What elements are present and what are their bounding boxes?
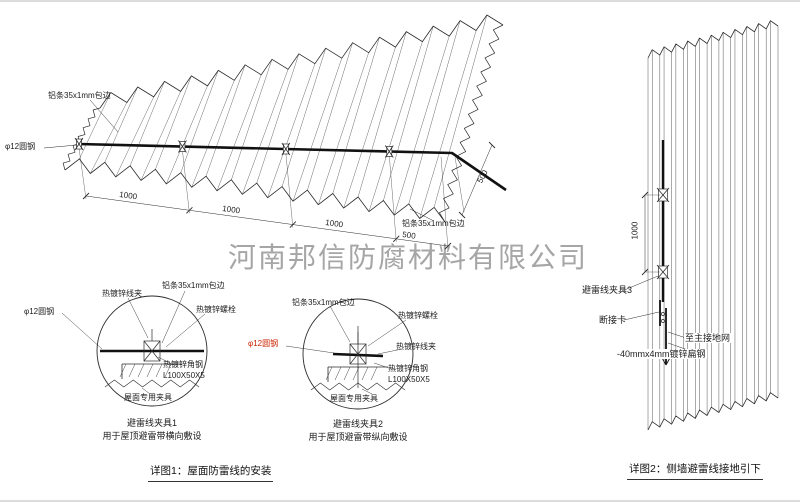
wall-leader-lines [621, 275, 689, 351]
d1-label-alu-edge: 铝条35x1mm包边 [162, 281, 225, 290]
label-alu-edge-top: 铝条35x1mm包边 [48, 91, 111, 100]
figure2-caption: 详图2：侧墙避雷线接地引下 [627, 461, 763, 480]
d1-label-angle-steel: 热镀锌角钢 [163, 360, 203, 369]
dim-500-a: 500 [401, 230, 417, 241]
company-watermark: 河南邦信防腐材料有限公司 [228, 242, 589, 273]
detail-circle-clamp2 [285, 298, 414, 410]
d2-label-angle-spec: L100X50X5 [388, 375, 430, 384]
label-alu-edge-bottom: 铝条35x1mm包边 [402, 219, 465, 228]
d2-title: 避雷线夹具2 [332, 419, 383, 429]
d1-label-wire-clip: 热镀锌线夹 [102, 289, 142, 298]
d2-label-bolt: 热镀锌螺栓 [398, 311, 438, 320]
detail-circle-clamp1 [61, 290, 208, 407]
d1-label-round-steel: φ12圆钢 [24, 307, 55, 316]
label-round-steel-main: φ12圆钢 [5, 142, 36, 151]
d1-label-angle-spec: L100X50X5 [163, 371, 205, 380]
roof-panel-isometric [62, 14, 504, 223]
f2-label-to-ground: 至主接地网 [684, 333, 732, 344]
d1-title: 避雷线夹具1 [126, 418, 177, 428]
d2-subtitle: 用于屋顶避雷带纵向敷设 [308, 432, 408, 442]
f2-label-clamp3: 避雷线夹具3 [582, 285, 633, 295]
d2-label-wire-clip: 热镀锌线夹 [396, 342, 436, 351]
wall-dimension-line [641, 191, 660, 276]
f2-label-flat-steel: -40mmx4mm镀锌扁钢 [616, 349, 707, 360]
d2-label-alu-edge: 铝条35x1mm包边 [292, 298, 355, 307]
d2-label-roof-clamp: 屋面专用夹具 [330, 394, 378, 403]
f2-label-disconnect: 断接卡 [599, 315, 627, 325]
d1-label-bolt: 热镀锌螺栓 [196, 305, 236, 314]
d2-label-angle-steel: 热镀锌角钢 [388, 364, 428, 373]
f2-dim-1000: 1000 [630, 221, 640, 240]
figure1-caption: 详图1：屋面防雷线的安装 [148, 463, 274, 482]
d1-label-roof-clamp: 屋面专用夹具 [124, 393, 172, 402]
wall-panel-elevation [647, 20, 779, 431]
roof-dimension-lines [74, 137, 496, 250]
d2-label-round-steel: φ12圆钢 [248, 339, 279, 348]
roof-leader-lines [43, 99, 433, 221]
d1-subtitle: 用于屋顶避雷带横向敷设 [102, 431, 202, 441]
